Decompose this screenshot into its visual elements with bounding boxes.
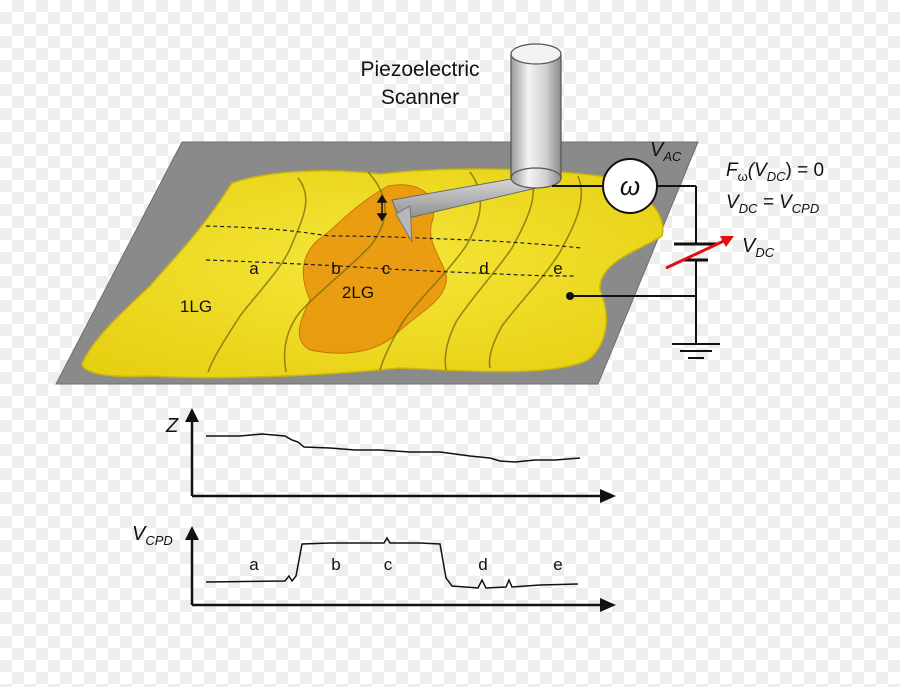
tip-lift-arrow: [376, 194, 388, 222]
z-profile-plot: Z: [165, 408, 616, 503]
vcpd-point-d: d: [478, 555, 487, 574]
z-y-arrow-icon: [185, 408, 199, 422]
ac-source-symbol: ω: [620, 171, 640, 201]
label-2lg: 2LG: [342, 283, 374, 302]
vcpd-point-a: a: [249, 555, 259, 574]
sample-point-e: e: [553, 259, 562, 278]
scan-lines: [205, 225, 583, 277]
equation-force-zero: Fω(VDC) = 0: [726, 160, 824, 184]
vcpd-profile-trace: [205, 536, 579, 589]
variable-bias-arrow: [665, 236, 734, 270]
scanner-label-line1: Piezoelectric: [360, 58, 479, 81]
sample-point-b: b: [331, 259, 340, 278]
grain-boundaries: [207, 171, 583, 373]
ground-icon: [672, 343, 720, 359]
sample-point-a: a: [249, 259, 259, 278]
vac-label: VAC: [650, 139, 682, 164]
equation-vdc-vcpd: VDC = VCPD: [726, 192, 819, 216]
ac-source-icon: [602, 158, 658, 214]
z-axis-label: Z: [165, 415, 179, 437]
sample-point-c: c: [382, 259, 391, 278]
z-profile-trace: [206, 433, 581, 463]
vcpd-point-c: c: [384, 555, 393, 574]
sample-point-d: d: [479, 259, 488, 278]
circuit-wires: [552, 185, 697, 344]
sample-contact-dot: [566, 292, 574, 300]
vcpd-y-arrow-icon: [185, 526, 199, 540]
afm-tip: [395, 205, 413, 243]
vcpd-point-b: b: [331, 555, 340, 574]
vdc-label: VDC: [742, 235, 775, 260]
scanner-label-line2: Scanner: [381, 86, 459, 109]
piezo-scanner: [510, 43, 562, 189]
vcpd-profile-plot: VCPD a b c d e: [132, 523, 616, 612]
z-x-arrow-icon: [600, 489, 616, 503]
vcpd-point-e: e: [553, 555, 562, 574]
vcpd-axis-label: VCPD: [132, 523, 173, 548]
vcpd-x-arrow-icon: [600, 598, 616, 612]
dc-source-icon: [674, 242, 718, 262]
label-1lg: 1LG: [180, 297, 212, 316]
